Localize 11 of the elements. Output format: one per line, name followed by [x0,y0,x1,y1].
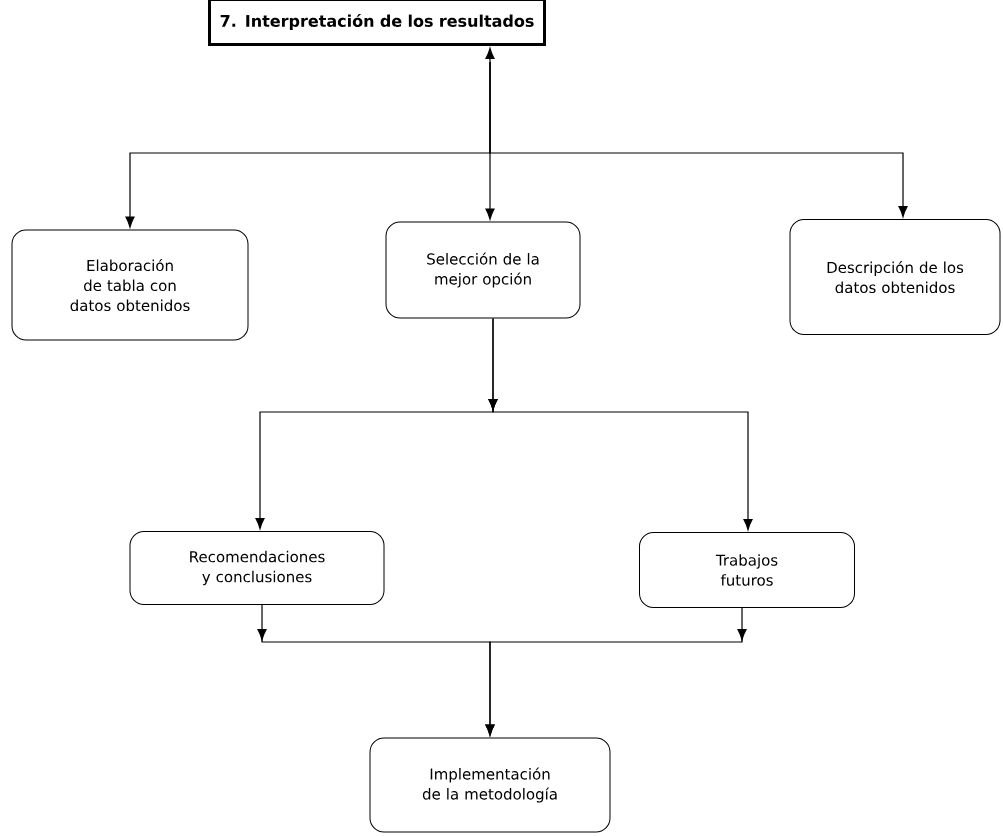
process-box: Trabajos futuros [639,532,855,608]
arrow [488,317,753,531]
process-box: Implementación de la metodología [369,737,611,833]
arrow [485,47,495,220]
process-box: Descripción de los datos obtenidos [789,219,1001,335]
process-box: Recomendaciones y conclusiones [129,531,385,605]
arrow [485,607,747,736]
process-box: Elaboración de tabla con datos obtenidos [11,229,249,341]
title-box: 7. Interpretación de los resultados [208,0,546,46]
arrow [489,61,908,218]
process-box: Selección de la mejor opción [385,221,581,319]
